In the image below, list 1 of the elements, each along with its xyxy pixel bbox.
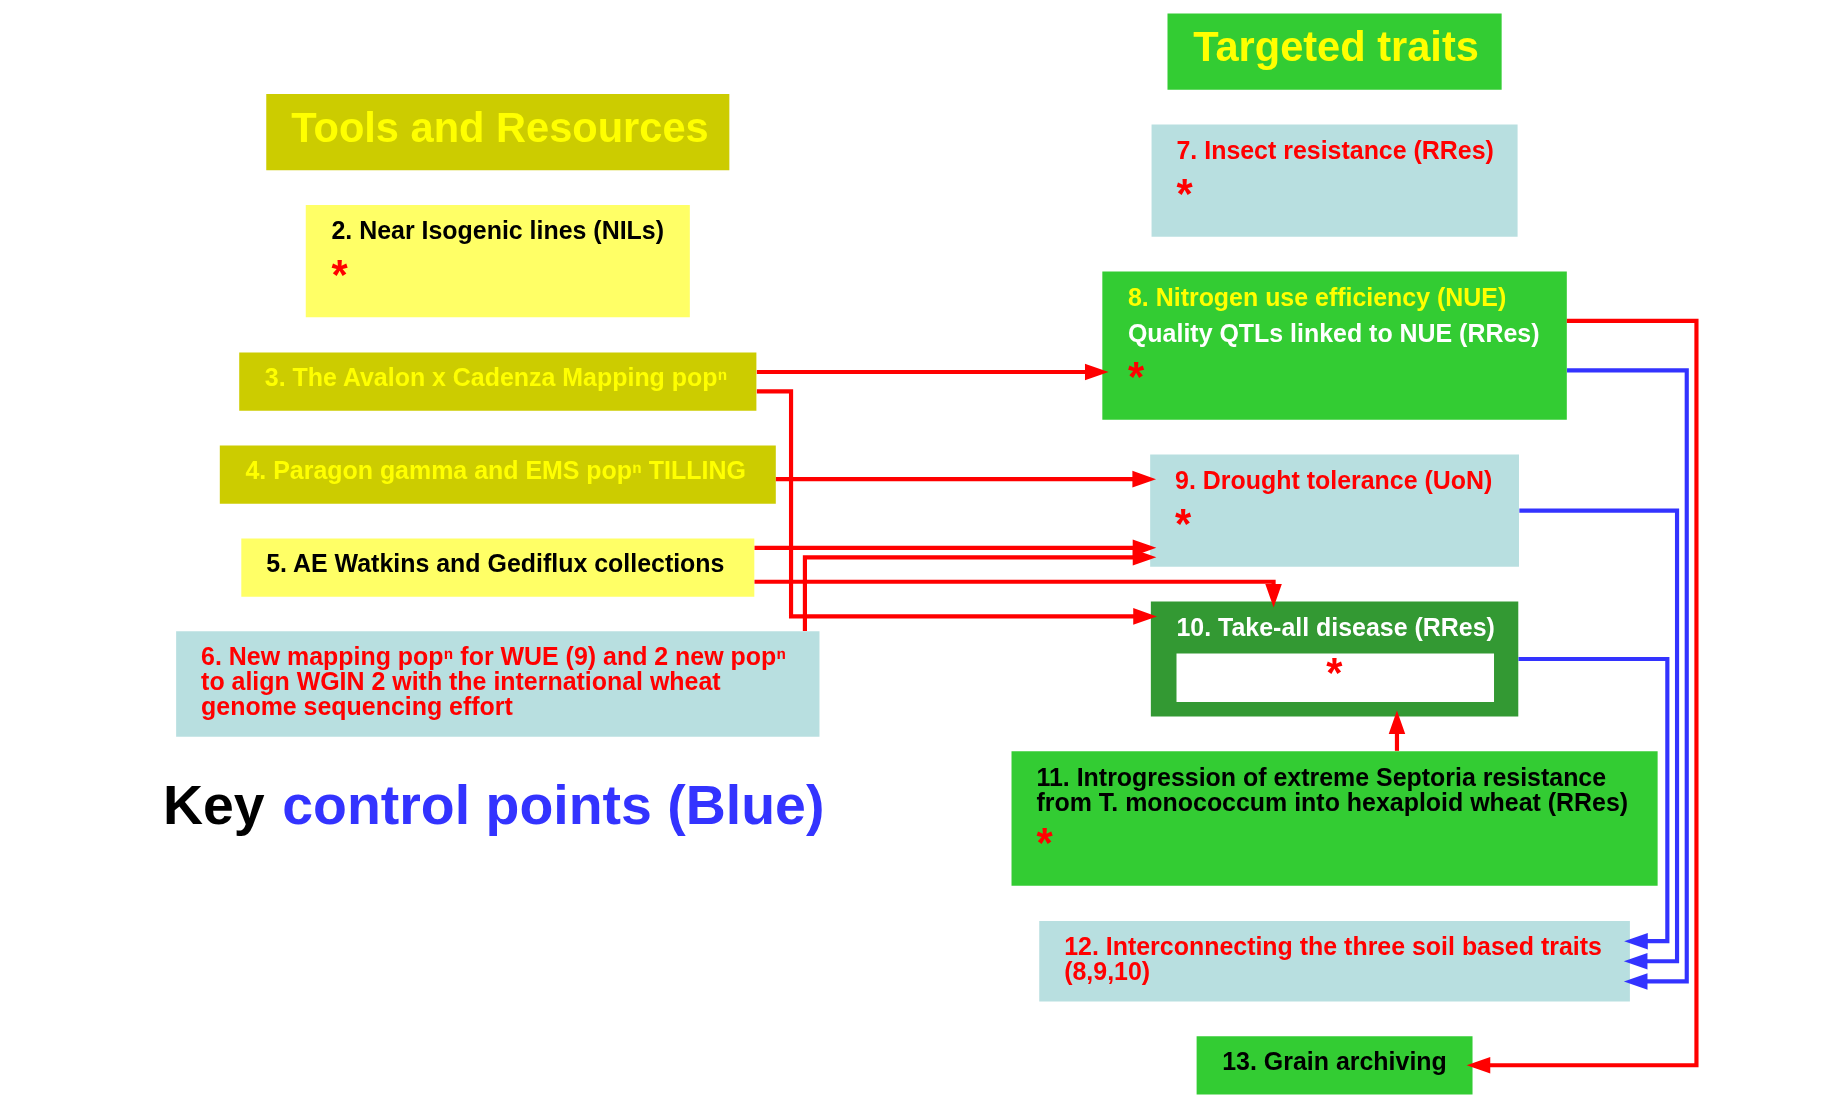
label: Key control points (Blue): [162, 774, 825, 837]
